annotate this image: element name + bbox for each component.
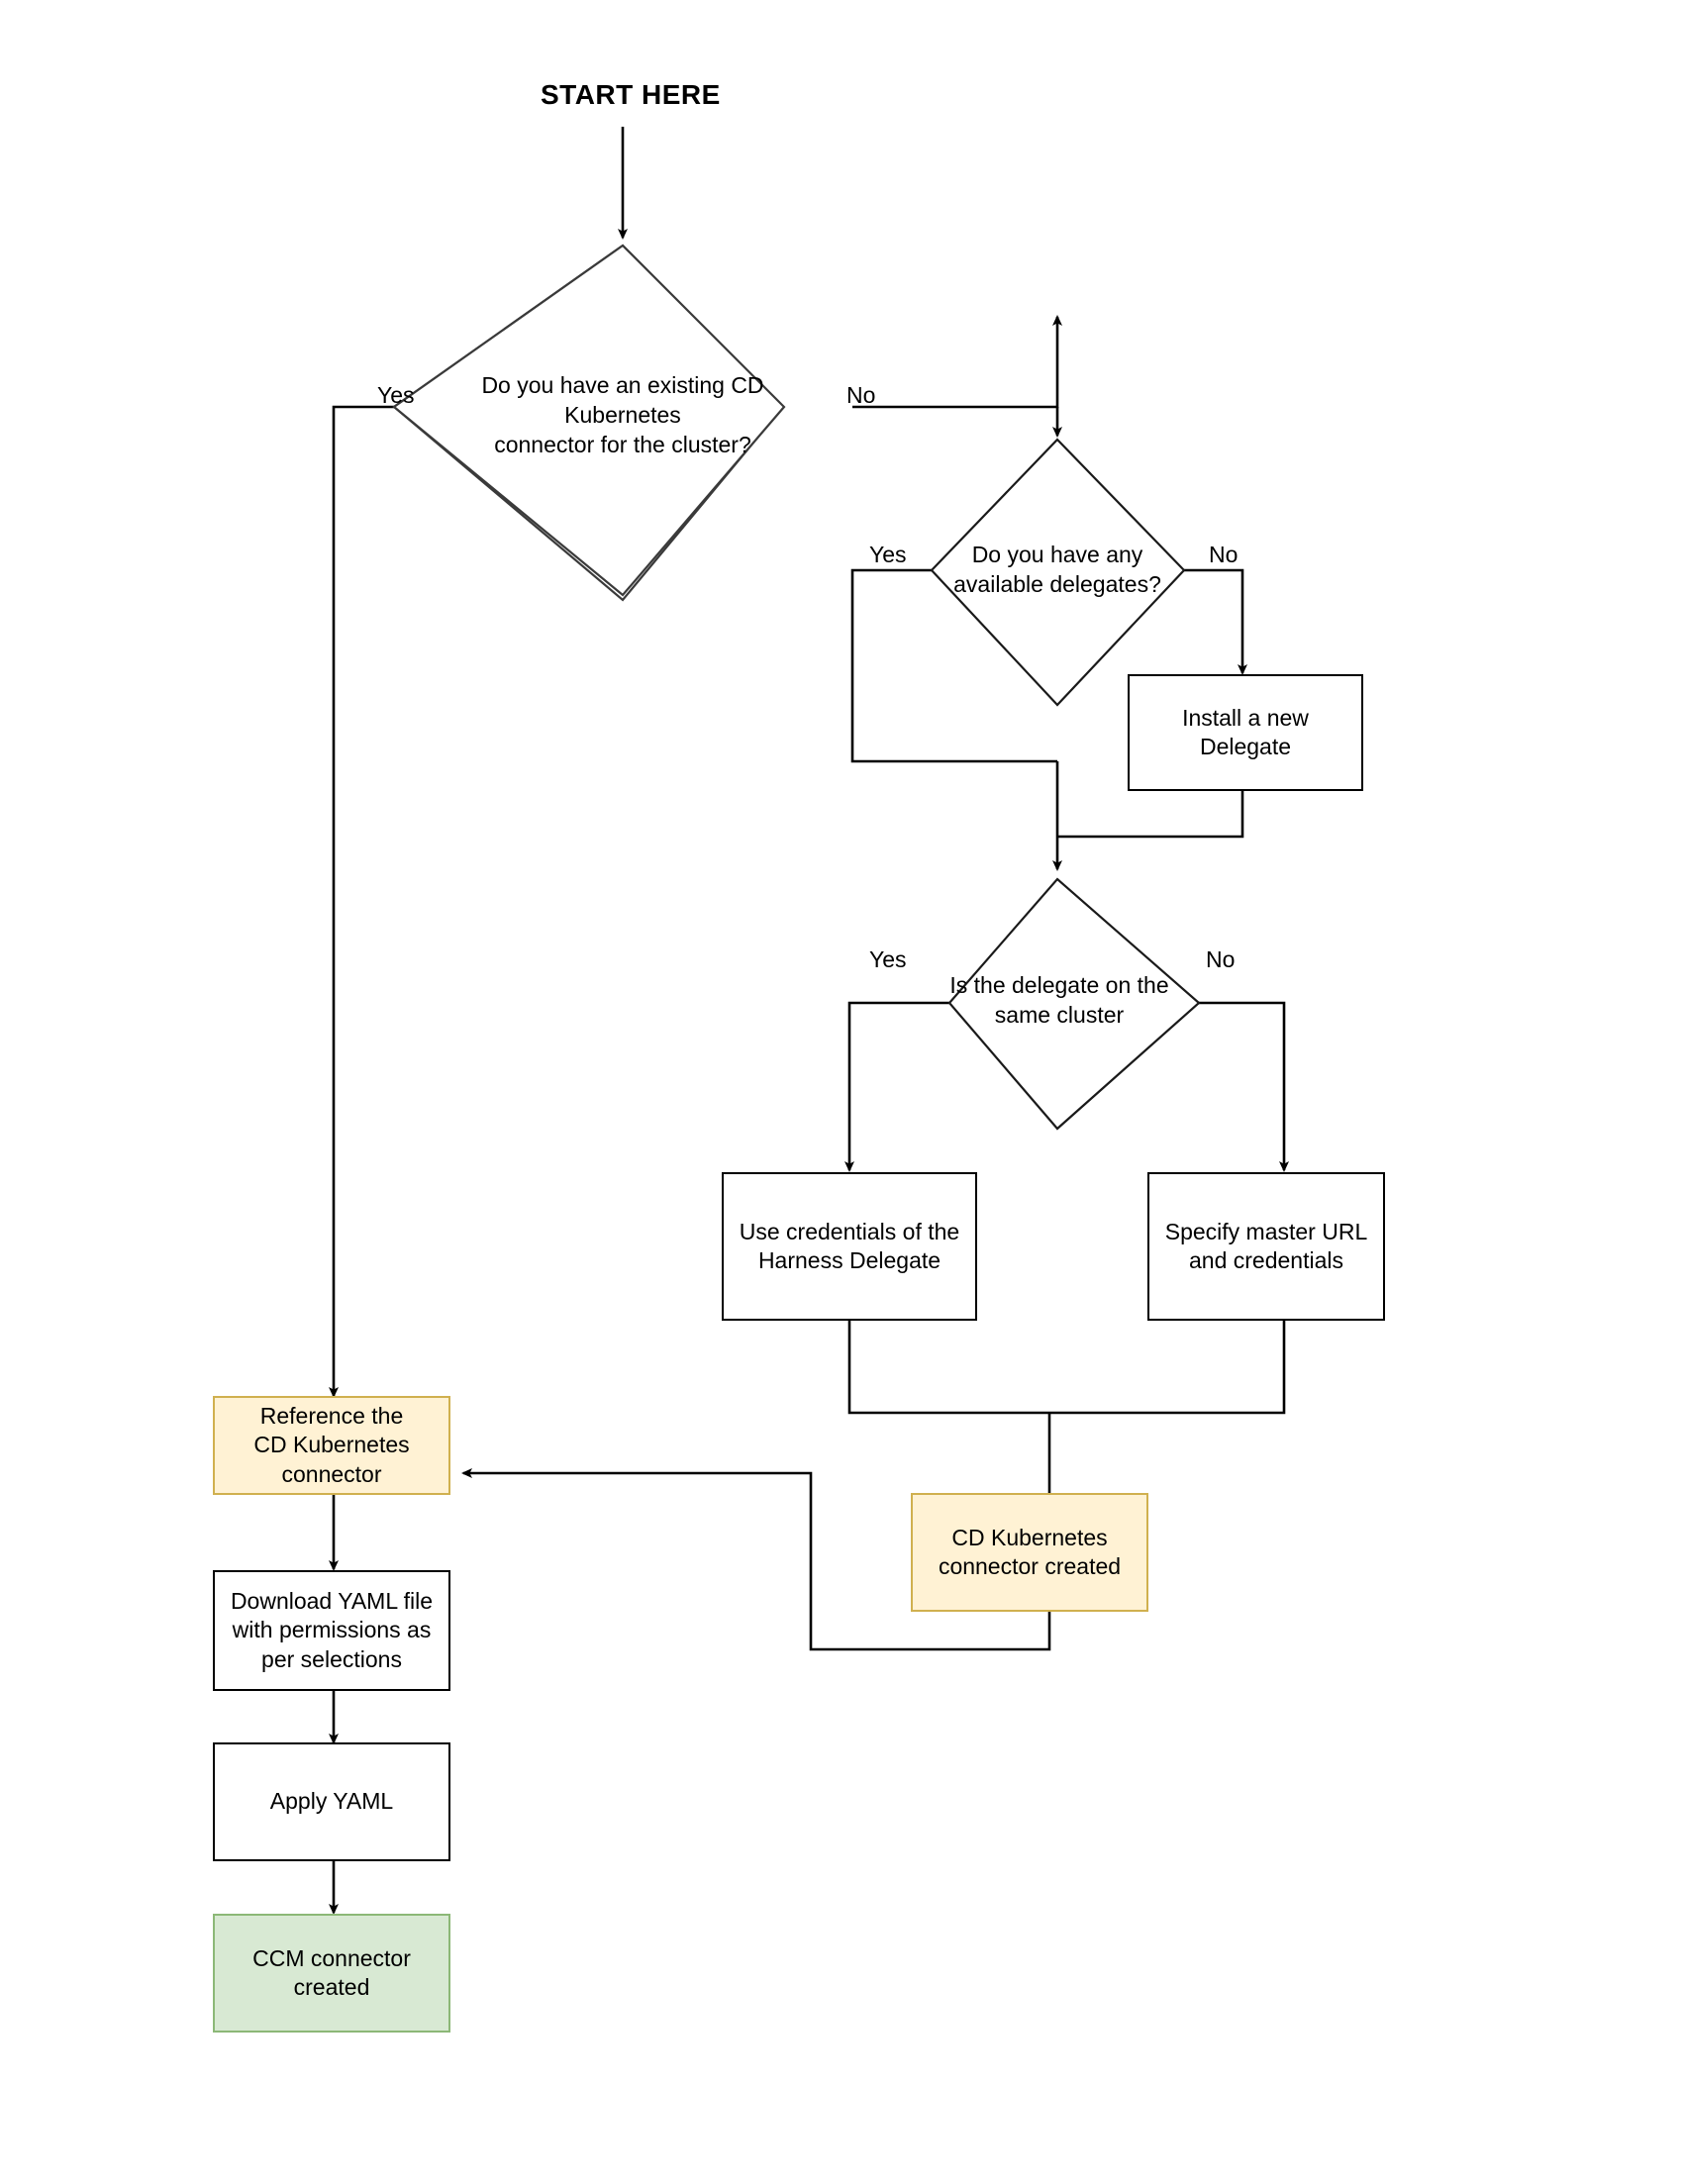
edge-label-d1-no: No xyxy=(846,382,876,408)
edge-d2-no-to-install xyxy=(1184,568,1247,675)
edge-d3-yes-to-use-credentials xyxy=(844,1001,949,1172)
decision-available-delegates-shape xyxy=(930,438,1186,707)
page-title: START HERE xyxy=(541,79,721,110)
node-apply-yaml[interactable]: Apply YAML xyxy=(213,1742,450,1861)
node-install-delegate[interactable]: Install a new Delegate xyxy=(1128,674,1363,791)
node-reference-connector[interactable]: Reference the CD Kubernetes connector xyxy=(213,1396,450,1495)
node-download-yaml[interactable]: Download YAML file with permissions as p… xyxy=(213,1570,450,1691)
node-use-credentials[interactable]: Use credentials of the Harness Delegate xyxy=(722,1172,977,1321)
edge-use-credentials-down xyxy=(847,1321,1286,1415)
node-specify-master-url[interactable]: Specify master URL and credentials xyxy=(1147,1172,1385,1321)
edge-install-to-merge xyxy=(1057,785,1244,839)
edge-d2-yes-merge xyxy=(850,568,1057,763)
decision-available-delegates-label: Do you have any available delegates? xyxy=(953,542,1161,597)
edge-d1-yes-to-reference xyxy=(329,405,394,1398)
decision-existing-connector-shape xyxy=(392,244,785,602)
edge-label-d2-yes: Yes xyxy=(869,542,907,567)
edge-label-d3-no: No xyxy=(1206,946,1236,972)
edge-label-d3-yes: Yes xyxy=(869,946,907,972)
node-cd-connector-created[interactable]: CD Kubernetes connector created xyxy=(911,1493,1148,1612)
decision-same-cluster-label: Is the delegate on the same cluster xyxy=(949,972,1169,1028)
edge-d3-no-to-specify-url xyxy=(1199,1001,1289,1172)
edge-label-d1-yes: Yes xyxy=(377,382,415,408)
edge-d1-no-to-decision2 xyxy=(852,315,1062,409)
node-ccm-connector-created[interactable]: CCM connector created xyxy=(213,1914,450,2033)
decision-existing-connector-outline xyxy=(392,244,786,597)
decision-same-cluster-shape xyxy=(947,877,1201,1131)
decision-existing-connector-label: Do you have an existing CD Kubernetes co… xyxy=(481,372,764,457)
edge-label-d2-no: No xyxy=(1209,542,1239,567)
